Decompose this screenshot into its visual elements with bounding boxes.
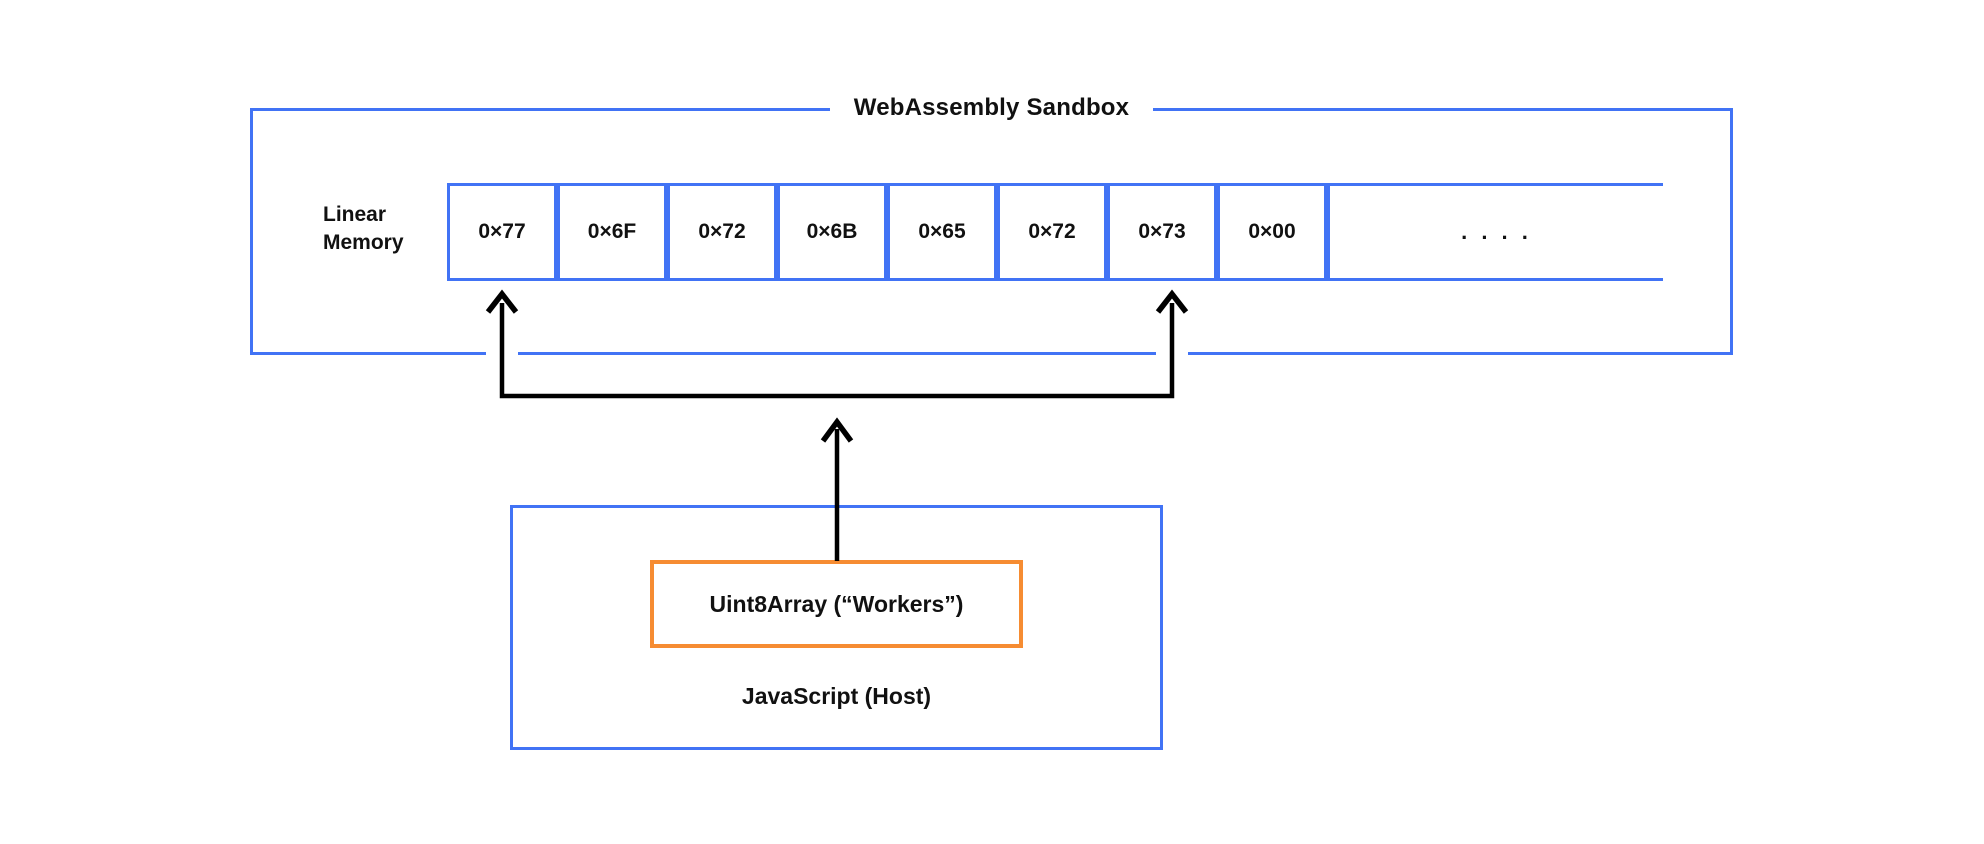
linear-memory-label-line2: Memory: [323, 231, 404, 254]
memory-cell: 0×6B: [777, 183, 887, 281]
arrow-up-head-icon-middle: [820, 417, 854, 443]
linear-memory-label-line1: Linear: [323, 203, 387, 226]
sandbox-title: WebAssembly Sandbox: [829, 92, 1154, 124]
memory-cell: 0×77: [447, 183, 557, 281]
memory-cell: 0×73: [1107, 183, 1217, 281]
memory-cell: 0×72: [997, 183, 1107, 281]
memory-cell: 0×00: [1217, 183, 1327, 281]
javascript-host-label: JavaScript (Host): [741, 683, 932, 709]
memory-cell: 0×72: [667, 183, 777, 281]
memory-cell-overflow: . . . .: [1327, 183, 1663, 281]
sandbox-border-gap-right: [1156, 349, 1188, 359]
memory-cell: 0×65: [887, 183, 997, 281]
memory-cell: 0×6F: [557, 183, 667, 281]
uint8array-box: Uint8Array (“Workers”): [650, 560, 1023, 648]
linear-memory-label: Linear Memory: [323, 201, 404, 257]
sandbox-border-gap-left: [486, 349, 518, 359]
sandbox-title-wrap: WebAssembly Sandbox: [250, 92, 1733, 124]
uint8array-label: Uint8Array (“Workers”): [709, 590, 964, 617]
